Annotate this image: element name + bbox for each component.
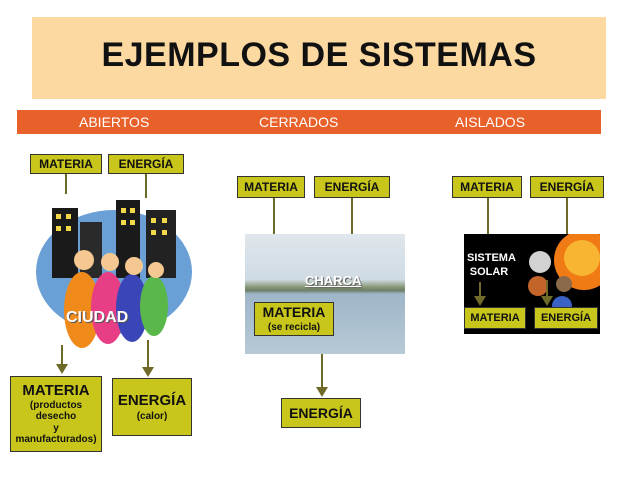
open-materia-detail-2: desecho (35, 411, 77, 423)
solar-system-label: SISTEMA SOLAR (467, 251, 516, 280)
open-energia-out-line (147, 340, 149, 370)
building-windows (56, 208, 167, 235)
open-materia-top-box: MATERIA (30, 154, 102, 174)
solar-system-label-line2: SOLAR (469, 266, 509, 279)
open-materia-detail-3: y (53, 422, 59, 434)
people-group (64, 250, 168, 348)
sun-core (564, 240, 600, 276)
open-materia-bottom-title: MATERIA (22, 382, 90, 400)
category-open: ABIERTOS (79, 114, 150, 130)
building-1 (52, 208, 78, 278)
open-materia-out-arrowhead (56, 364, 68, 374)
city-illustration (36, 200, 192, 348)
pond-photo (245, 234, 405, 354)
category-closed: CERRADOS (259, 114, 339, 130)
closed-energia-top-box: ENERGÍA (314, 176, 390, 198)
isolated-materia-inner-arrowhead (474, 296, 486, 306)
open-materia-detail-4: manufacturados) (15, 434, 97, 446)
isolated-materia-inner-line (479, 282, 481, 300)
small-planet (556, 276, 572, 292)
closed-materia-inner-box: MATERIA (se recicla) (254, 302, 334, 336)
isolated-materia-inner-box: MATERIA (464, 307, 526, 329)
closed-materia-inner-title: MATERIA (262, 304, 326, 320)
mars-planet (528, 276, 548, 296)
isolated-energia-top-box: ENERGÍA (530, 176, 604, 198)
open-energia-out-arrowhead (142, 367, 154, 377)
open-energia-in-line (145, 174, 147, 198)
solar-system-label-line1: SISTEMA (467, 252, 516, 264)
open-materia-detail-1: (productos (29, 399, 83, 411)
pond-label: CHARCA (305, 273, 362, 288)
open-energia-detail: (calor) (136, 411, 168, 423)
closed-materia-top-box: MATERIA (237, 176, 305, 198)
city-label: CIUDAD (66, 309, 129, 326)
open-materia-out-line (61, 345, 63, 367)
open-energia-top-box: ENERGÍA (108, 154, 184, 174)
open-energia-bottom-title: ENERGÍA (117, 391, 187, 409)
isolated-energia-inner-arrowhead (541, 296, 553, 306)
closed-energia-out-arrowhead (316, 387, 328, 397)
open-energia-bottom-box: ENERGÍA (calor) (112, 378, 192, 436)
category-isolated: AISLADOS (455, 114, 526, 130)
isolated-energia-inner-line (546, 280, 548, 300)
isolated-energia-line (566, 198, 568, 234)
moon-planet (529, 251, 551, 273)
closed-materia-inner-detail: (se recicla) (267, 321, 321, 333)
isolated-energia-inner-box: ENERGÍA (534, 307, 598, 329)
open-materia-in-line (65, 174, 67, 194)
title-banner (32, 17, 606, 99)
closed-energia-bottom-box: ENERGÍA (281, 398, 361, 428)
closed-energia-in-line (351, 198, 353, 236)
closed-energia-out-line (321, 354, 323, 390)
category-bar (17, 110, 601, 134)
open-materia-bottom-box: MATERIA (productos desecho y manufactura… (10, 376, 102, 452)
page-title: EJEMPLOS DE SISTEMAS (101, 36, 537, 74)
isolated-materia-line (487, 198, 489, 234)
isolated-materia-top-box: MATERIA (452, 176, 522, 198)
closed-materia-in-line (273, 198, 275, 236)
